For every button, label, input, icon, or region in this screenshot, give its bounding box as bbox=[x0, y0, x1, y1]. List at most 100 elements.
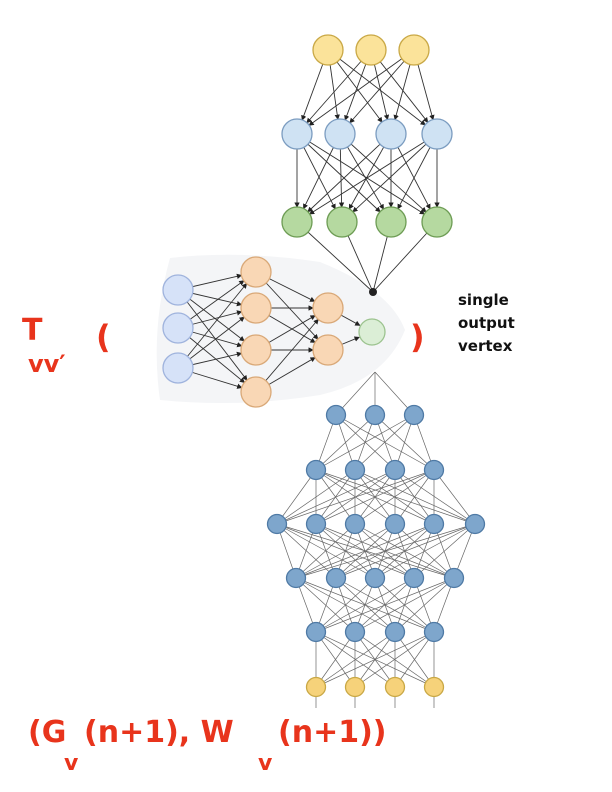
bottom-node bbox=[443, 567, 465, 589]
middle-hidden-node bbox=[240, 334, 272, 366]
top-hidden-node bbox=[421, 206, 453, 238]
edge bbox=[295, 523, 476, 579]
bottom-node bbox=[344, 513, 366, 535]
edge bbox=[354, 469, 476, 525]
edge bbox=[295, 523, 396, 579]
middle-hidden-node bbox=[312, 334, 344, 366]
formula-open: (G bbox=[28, 715, 66, 750]
open-paren: ( bbox=[96, 318, 111, 356]
edge bbox=[433, 469, 476, 525]
edge bbox=[276, 469, 317, 525]
edge bbox=[354, 631, 435, 688]
bottom-node bbox=[344, 621, 366, 643]
edge bbox=[177, 289, 248, 381]
operator-symbol: T bbox=[22, 313, 43, 348]
edge bbox=[315, 631, 435, 688]
top-hidden-node bbox=[281, 206, 313, 238]
edge bbox=[394, 469, 435, 525]
top-network-output-junction bbox=[369, 288, 377, 296]
top-hidden-node bbox=[281, 118, 313, 150]
bottom-node bbox=[305, 513, 327, 535]
edge bbox=[354, 469, 435, 525]
operator-subscript: vv′ bbox=[28, 350, 66, 378]
edge bbox=[335, 523, 476, 579]
middle-input-node bbox=[162, 312, 194, 344]
formula-close: (n+1)) bbox=[278, 715, 387, 750]
edge bbox=[372, 221, 438, 293]
edge bbox=[315, 577, 455, 633]
bottom-gold-node bbox=[344, 676, 366, 698]
bottom-node bbox=[285, 567, 307, 589]
bottom-node bbox=[403, 567, 425, 589]
edge bbox=[349, 49, 415, 124]
edge bbox=[307, 133, 392, 213]
middle-input-node bbox=[162, 352, 194, 384]
edge bbox=[374, 523, 476, 579]
edge bbox=[315, 631, 356, 688]
bottom-node bbox=[384, 459, 406, 481]
edge bbox=[354, 577, 455, 633]
edge bbox=[354, 414, 415, 471]
bottom-formula: (G v (n+1), W v (n+1)) bbox=[28, 715, 387, 776]
close-paren: ) bbox=[410, 318, 425, 356]
formula-sub-2: v bbox=[258, 751, 273, 776]
edge bbox=[308, 49, 415, 126]
bottom-gold-node bbox=[305, 676, 327, 698]
edge bbox=[276, 469, 356, 525]
bottom-node bbox=[266, 513, 288, 535]
bottom-node bbox=[384, 513, 406, 535]
bottom-node bbox=[403, 404, 425, 426]
formula-mid: (n+1), W bbox=[84, 715, 234, 750]
bottom-node bbox=[364, 567, 386, 589]
top-hidden-node bbox=[324, 118, 356, 150]
top-hidden-node bbox=[375, 206, 407, 238]
output-note-line-3: vertex bbox=[458, 337, 513, 355]
bottom-node bbox=[305, 621, 327, 643]
edge bbox=[255, 318, 319, 393]
middle-hidden-node bbox=[240, 376, 272, 408]
edge bbox=[308, 133, 438, 215]
edge bbox=[339, 133, 427, 213]
edge bbox=[315, 631, 396, 688]
top-input-node bbox=[398, 34, 430, 66]
edge bbox=[296, 221, 374, 293]
edge bbox=[276, 469, 435, 525]
middle-network bbox=[162, 256, 386, 408]
top-input-node bbox=[312, 34, 344, 66]
edge bbox=[315, 414, 415, 471]
bottom-node bbox=[423, 621, 445, 643]
edge bbox=[295, 577, 356, 633]
bottom-node bbox=[423, 459, 445, 481]
edge bbox=[413, 523, 476, 579]
edge bbox=[276, 469, 396, 525]
edge bbox=[306, 49, 372, 124]
edge bbox=[352, 133, 438, 213]
bottom-node bbox=[325, 567, 347, 589]
middle-hidden-node bbox=[312, 292, 344, 324]
edge bbox=[315, 469, 435, 525]
edge bbox=[394, 577, 455, 633]
edge bbox=[315, 577, 376, 633]
middle-input-node bbox=[162, 274, 194, 306]
bottom-node bbox=[384, 621, 406, 643]
bottom-gold-node bbox=[384, 676, 406, 698]
middle-output-node bbox=[358, 318, 386, 346]
bottom-node bbox=[464, 513, 486, 535]
output-note-line-2: output bbox=[458, 314, 515, 332]
bottom-node bbox=[325, 404, 347, 426]
top-hidden-node bbox=[326, 206, 358, 238]
edge bbox=[327, 49, 426, 126]
edge bbox=[315, 577, 415, 633]
edge bbox=[296, 133, 426, 215]
bottom-network bbox=[266, 371, 486, 708]
edge bbox=[276, 523, 337, 579]
edge bbox=[177, 282, 248, 369]
edge bbox=[295, 523, 356, 579]
top-network bbox=[281, 34, 453, 296]
edge bbox=[374, 523, 435, 579]
output-note-line-1: single bbox=[458, 291, 509, 309]
bottom-gold-node bbox=[423, 676, 445, 698]
edge bbox=[296, 133, 381, 213]
edge bbox=[394, 631, 435, 688]
edge bbox=[315, 414, 376, 471]
